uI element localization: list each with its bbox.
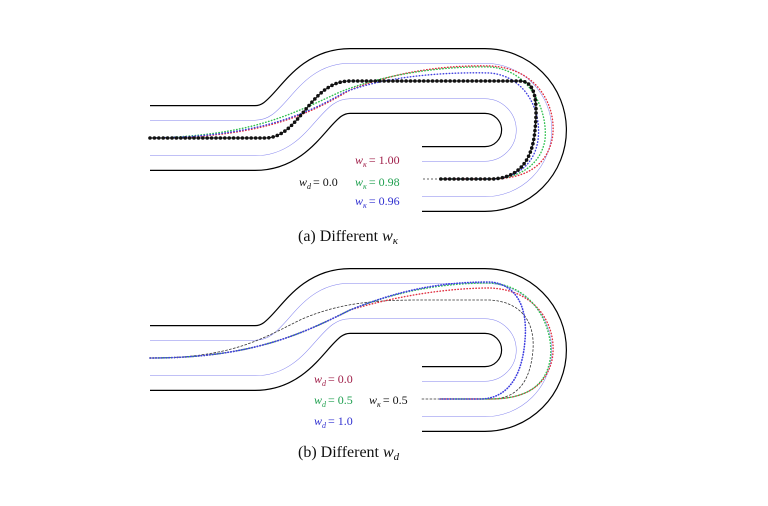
trajectory-red-a (149, 65, 554, 180)
legend-b-fixed: wκ= 0.5 (369, 393, 408, 409)
legend-a-fixed: wd= 0.0 (299, 175, 338, 191)
legend-b-2: wd= 0.5 (314, 393, 353, 409)
trajectory-green-a (149, 66, 546, 180)
legend-b-1: wd= 0.0 (314, 372, 353, 388)
legend-a-1: wκ= 1.00 (355, 153, 400, 169)
panel-a: wκ= 1.00 wd= 0.0 wκ= 0.98 wκ= 0.96 (a) D… (150, 66, 553, 247)
trajectory-blue-a (149, 72, 540, 180)
trajectory-blue-b (149, 281, 527, 400)
legend-b-3: wd= 1.0 (314, 414, 353, 430)
legend-a-2: wκ= 0.98 (355, 175, 400, 191)
panel-b: wd= 0.0 wd= 0.5 wκ= 0.5 wd= 1.0 (b) Diff… (150, 282, 553, 463)
trajectory-black-dashed-b (149, 299, 534, 400)
legend-a-3: wκ= 0.96 (355, 194, 400, 210)
trajectory-green-b (149, 282, 552, 400)
track-a (150, 81, 534, 179)
trajectory-black-dots-a (148, 79, 538, 181)
